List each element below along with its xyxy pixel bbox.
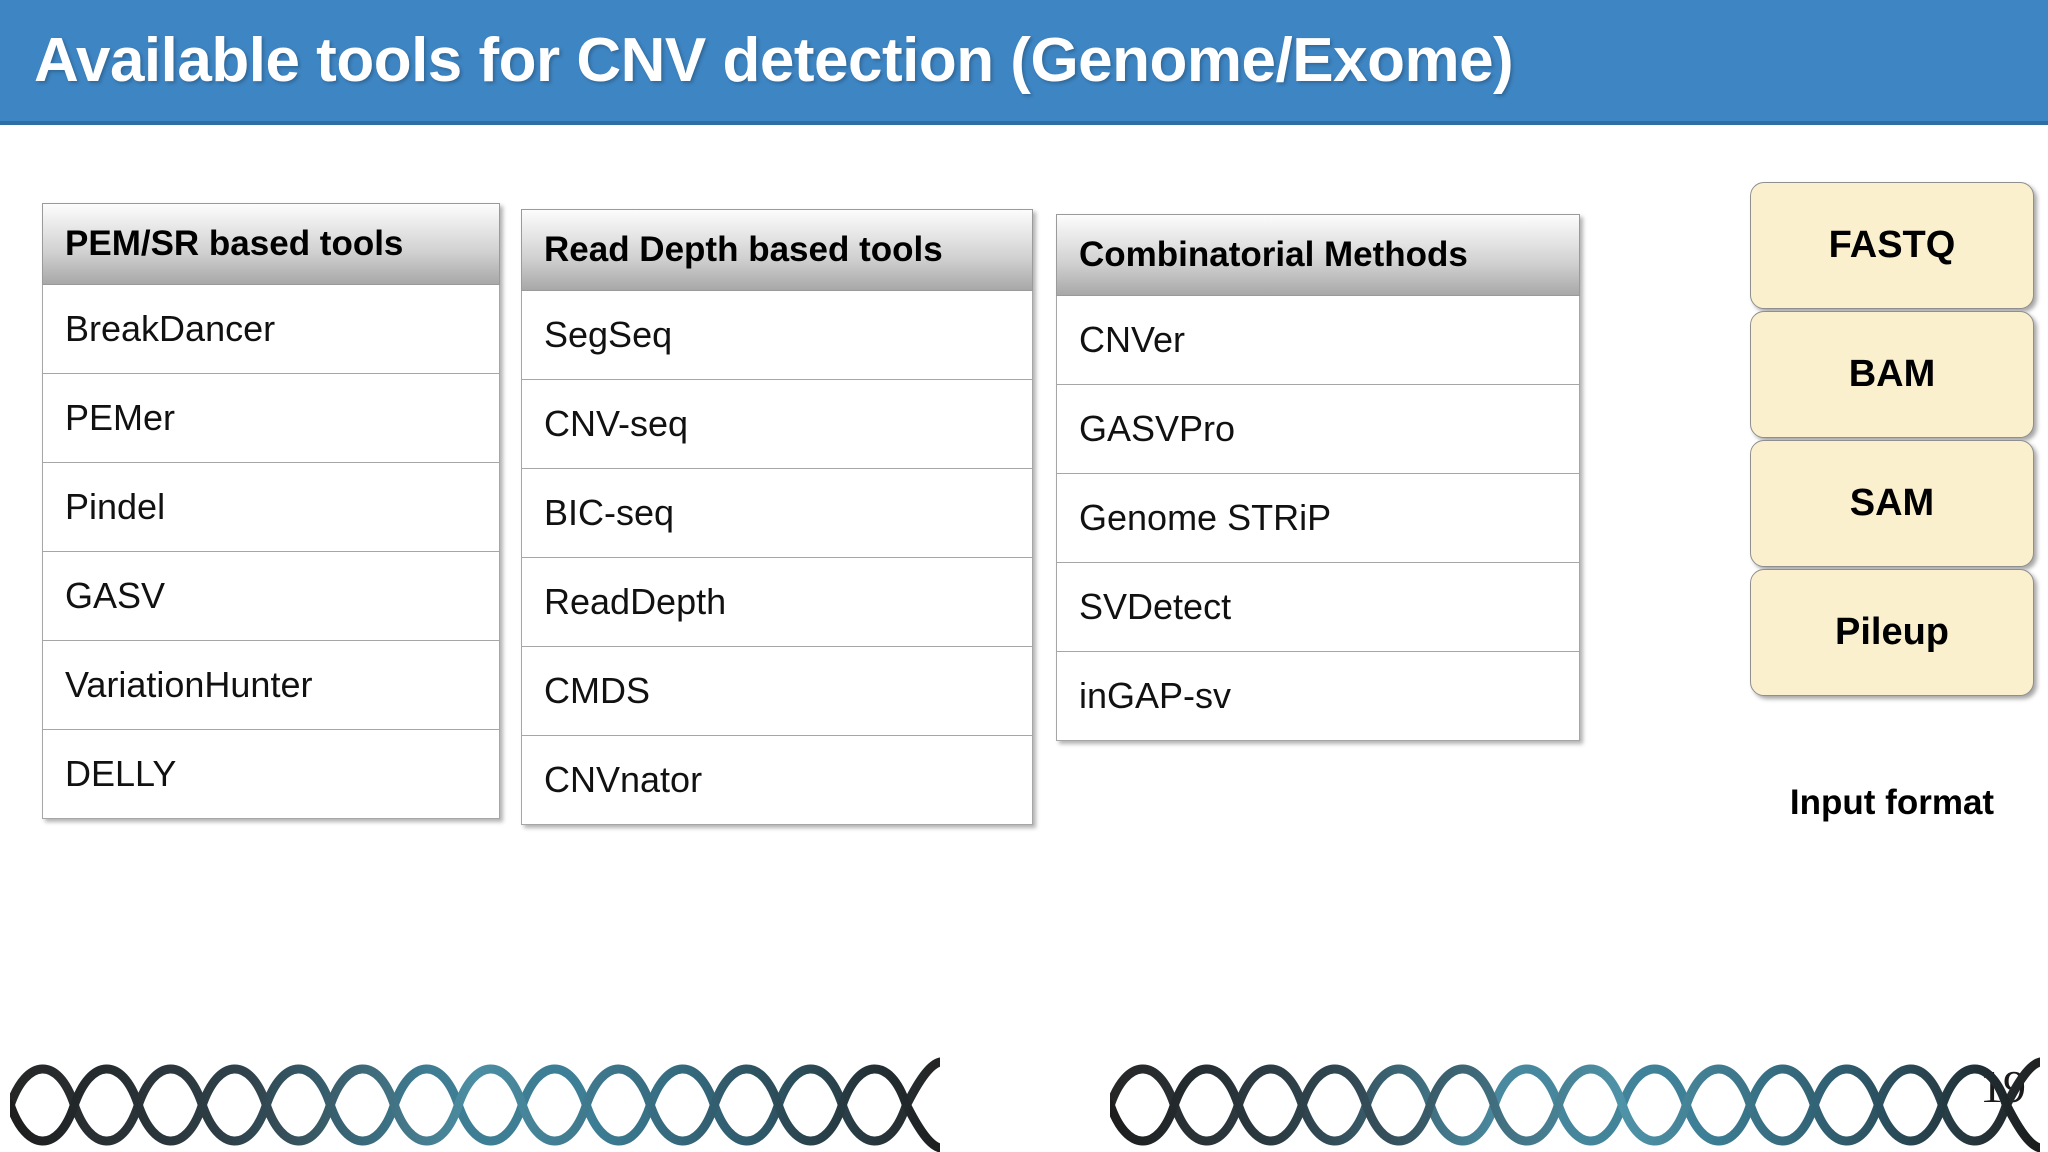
dna-helix-icon-left	[10, 1034, 940, 1152]
table-row: CNVer	[1056, 296, 1580, 385]
table-row: CMDS	[521, 647, 1033, 736]
table-row: Genome STRiP	[1056, 474, 1580, 563]
input-format-box-pileup: Pileup	[1750, 569, 2034, 696]
table-row: ReadDepth	[521, 558, 1033, 647]
input-format-box-fastq: FASTQ	[1750, 182, 2034, 309]
table-row: DELLY	[42, 730, 500, 819]
table-row: PEMer	[42, 374, 500, 463]
table-row: VariationHunter	[42, 641, 500, 730]
input-format-stack: FASTQ BAM SAM Pileup	[1750, 182, 2034, 696]
table-row: SegSeq	[521, 291, 1033, 380]
table-row: GASV	[42, 552, 500, 641]
table-row: BIC-seq	[521, 469, 1033, 558]
tools-table-combinatorial: Combinatorial Methods CNVer GASVPro Geno…	[1056, 214, 1580, 741]
table-row: SVDetect	[1056, 563, 1580, 652]
table-row: BreakDancer	[42, 285, 500, 374]
table-header-pem-sr: PEM/SR based tools	[42, 203, 500, 285]
input-format-box-bam: BAM	[1750, 311, 2034, 438]
tools-table-pem-sr: PEM/SR based tools BreakDancer PEMer Pin…	[42, 203, 500, 819]
dna-helix-icon-right	[1110, 1034, 2040, 1152]
slide-title-bar: Available tools for CNV detection (Genom…	[0, 0, 2048, 125]
table-row: GASVPro	[1056, 385, 1580, 474]
input-format-label: Input format	[1789, 783, 1995, 822]
table-row: CNVnator	[521, 736, 1033, 825]
table-row: Pindel	[42, 463, 500, 552]
table-header-read-depth: Read Depth based tools	[521, 209, 1033, 291]
page-title: Available tools for CNV detection (Genom…	[34, 25, 1514, 95]
table-row: inGAP-sv	[1056, 652, 1580, 741]
table-row: CNV-seq	[521, 380, 1033, 469]
table-header-combinatorial: Combinatorial Methods	[1056, 214, 1580, 296]
input-format-box-sam: SAM	[1750, 440, 2034, 567]
tools-table-read-depth: Read Depth based tools SegSeq CNV-seq BI…	[521, 209, 1033, 825]
